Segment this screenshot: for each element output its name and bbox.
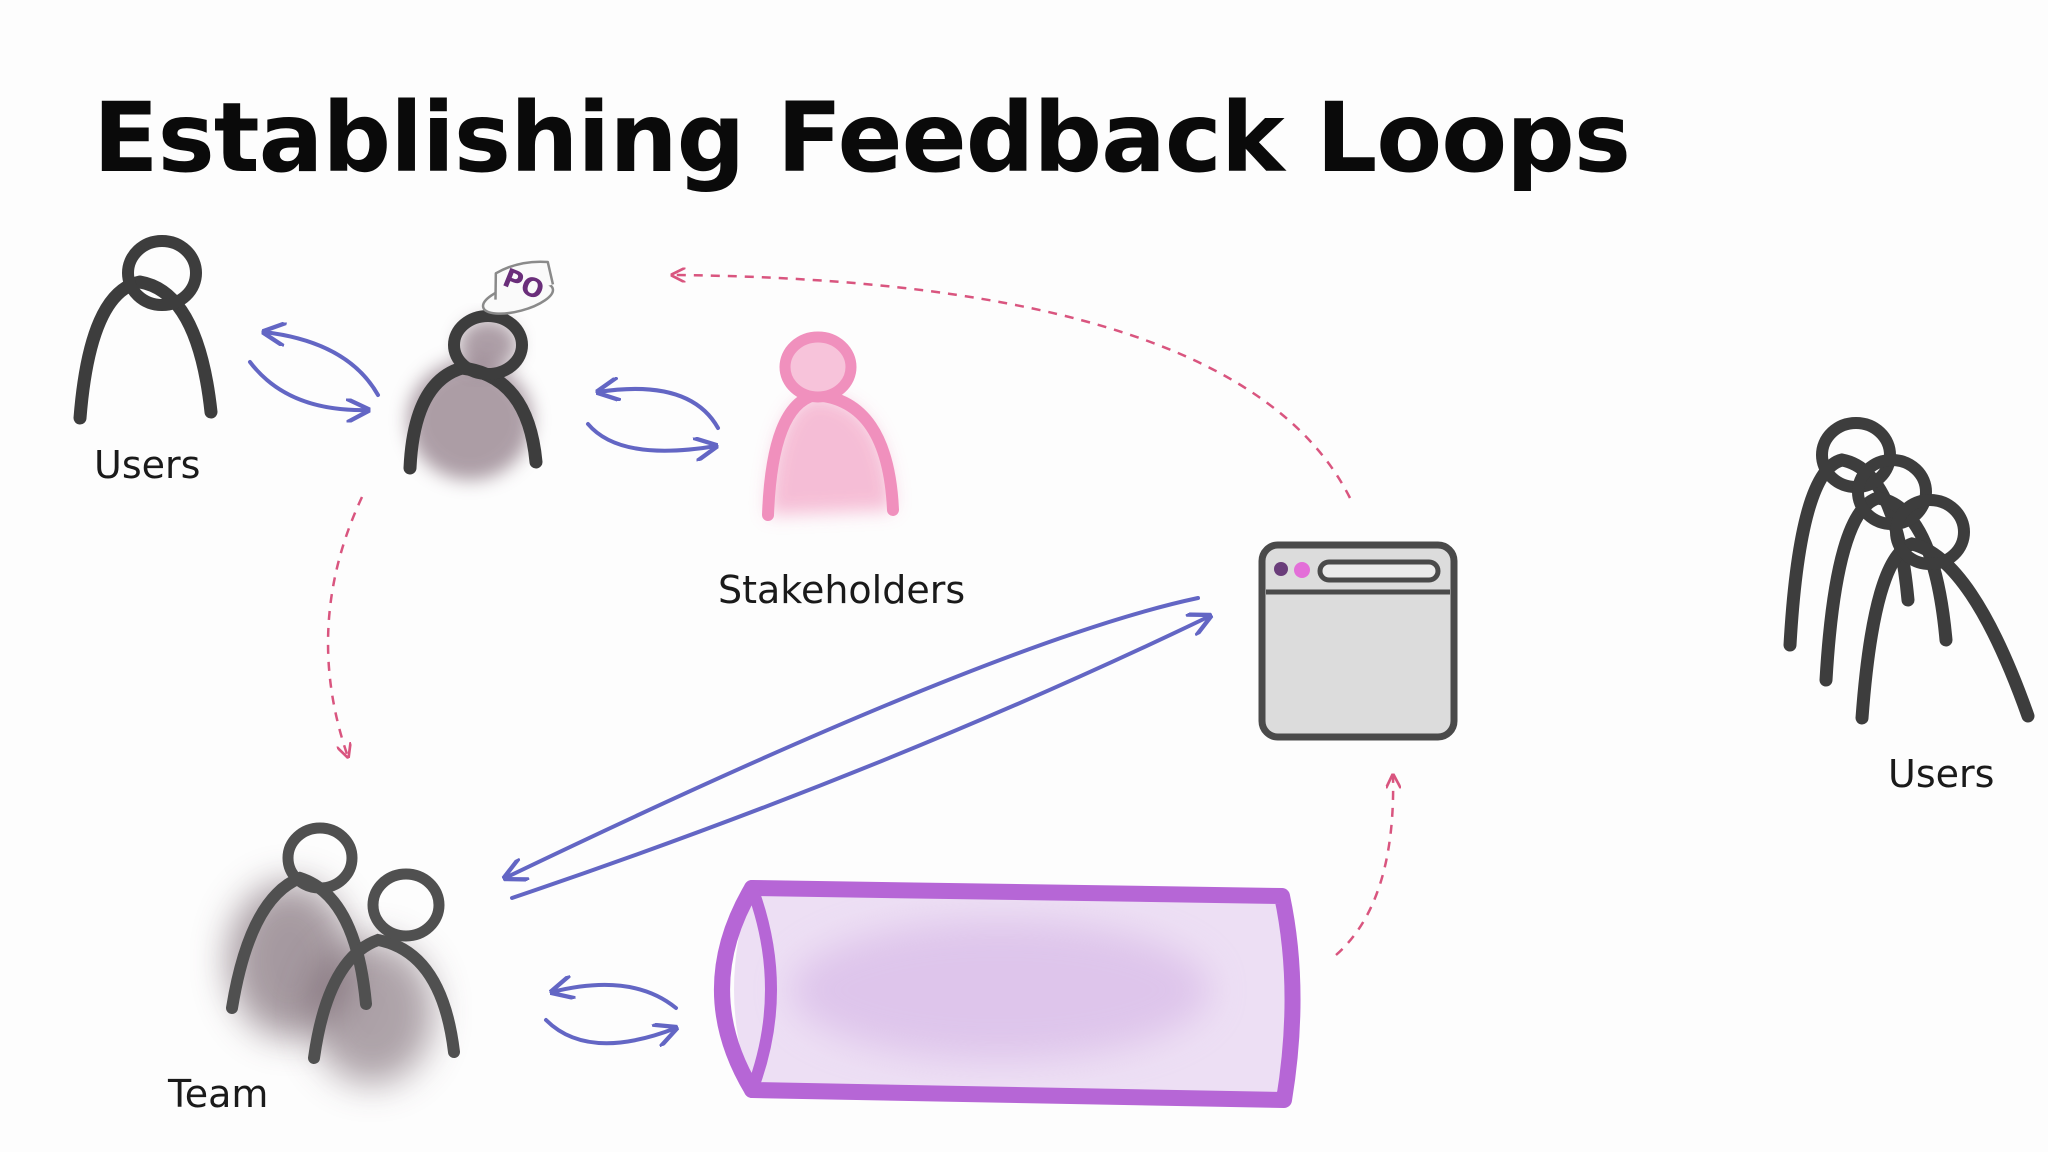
browser-address-bar	[1317, 559, 1441, 583]
arrow-backlog-to-team	[552, 985, 678, 1010]
users-left-person-icon	[73, 235, 218, 425]
arrow-product-to-team	[505, 596, 1200, 878]
backlog-pipeline-cylinder-icon	[714, 880, 1301, 1108]
users-left-label: Users	[94, 443, 201, 487]
team-people-icon	[226, 822, 460, 1084]
arrow-po-to-users	[264, 332, 380, 397]
arrow-po-to-stakeholders	[586, 422, 716, 451]
browser-dot-icon	[1274, 562, 1288, 576]
arrow-product-to-po	[672, 275, 1352, 499]
arrow-team-to-backlog	[544, 1018, 676, 1043]
team-label: Team	[168, 1072, 269, 1116]
arrow-team-to-product	[510, 616, 1210, 900]
po-hat-icon: PO	[481, 260, 555, 315]
arrow-backlog-to-product	[1335, 775, 1393, 956]
stakeholders-label: Stakeholders	[718, 568, 966, 612]
stakeholder-person-icon	[762, 331, 899, 521]
product-owner-person-icon	[403, 310, 543, 480]
arrow-stakeholders-to-po	[598, 389, 720, 430]
arrow-users-to-po	[248, 360, 368, 410]
browser-dot-icon	[1294, 562, 1310, 578]
arrow-po-to-team	[326, 496, 364, 757]
slide-title: Establishing Feedback Loops	[93, 82, 1631, 194]
users-right-label: Users	[1888, 752, 1995, 796]
users-right-group-icon	[1783, 417, 2035, 725]
product-browser-window-icon	[1258, 541, 1458, 741]
